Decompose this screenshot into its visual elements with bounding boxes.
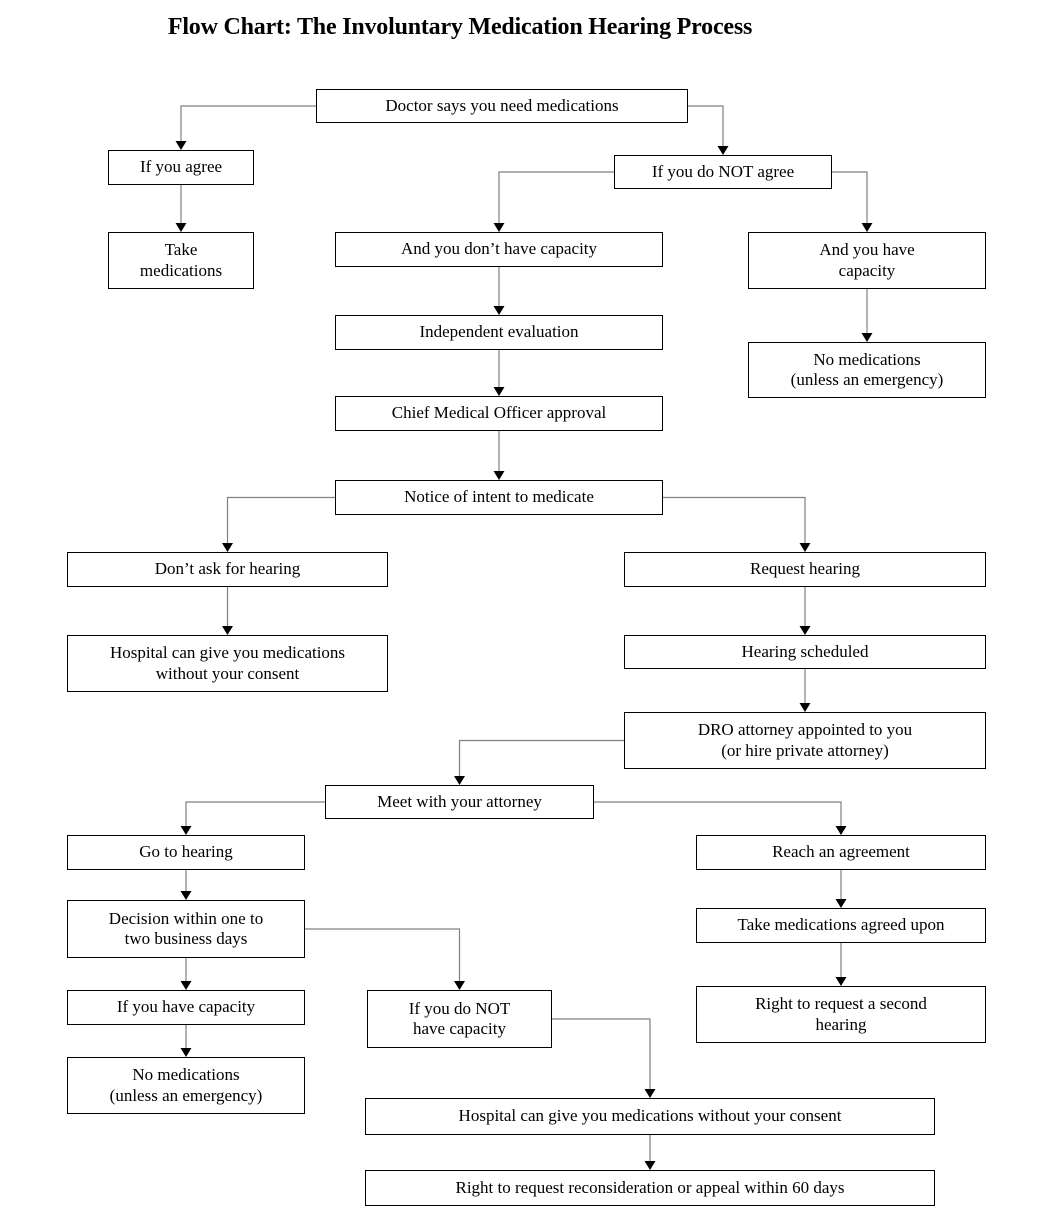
connector-hearing-scheduled-to-dro-attorney-arrowhead (799, 703, 811, 712)
connector-decision-days-to-if-not-have-capacity-arrowhead (454, 981, 465, 990)
connector-if-not-have-capacity-to-hospital-no-consent2-arrowhead (644, 1089, 656, 1098)
connector-if-not-agree-to-have-capacity-arrowhead (861, 223, 873, 232)
flow-node-if-have-capacity: If you have capacity (67, 990, 305, 1025)
connector-if-not-agree-to-no-capacity (498, 171, 614, 231)
connector-if-agree-to-take-medications-arrowhead (175, 223, 187, 232)
connector-cmo-approval-to-notice-intent-arrowhead (493, 471, 505, 480)
connector-independent-eval-to-cmo-approval-arrowhead (493, 387, 505, 396)
connector-doctor-says-to-if-not-agree (688, 105, 724, 154)
connector-if-have-capacity-to-no-meds-emergency-arrowhead (180, 1048, 192, 1057)
flow-node-no-meds-emergency: No medications (unless an emergency) (67, 1057, 305, 1114)
connector-decision-days-to-if-have-capacity-arrowhead (180, 981, 192, 990)
connector-hospital-no-consent2-to-right-reconsider-arrowhead (644, 1161, 656, 1170)
flow-node-if-not-agree: If you do NOT agree (614, 155, 832, 189)
connector-notice-intent-to-dont-ask-hearing (226, 496, 335, 551)
flow-node-independent-eval: Independent evaluation (335, 315, 663, 350)
flow-node-hospital-no-consent2: Hospital can give you medications withou… (365, 1098, 935, 1135)
flow-node-if-not-have-capacity: If you do NOT have capacity (367, 990, 552, 1048)
connector-notice-intent-to-dont-ask-hearing-arrowhead (222, 543, 233, 552)
connector-dont-ask-hearing-to-hospital-no-consent1-arrowhead (222, 626, 233, 635)
flow-node-have-capacity: And you have capacity (748, 232, 986, 289)
flow-node-take-meds-agreed: Take medications agreed upon (696, 908, 986, 943)
flow-node-request-hearing: Request hearing (624, 552, 986, 587)
flow-node-go-to-hearing: Go to hearing (67, 835, 305, 870)
connector-if-not-have-capacity-to-hospital-no-consent2 (552, 1018, 651, 1097)
flow-node-if-agree: If you agree (108, 150, 254, 185)
flow-node-notice-intent: Notice of intent to medicate (335, 480, 663, 515)
connector-have-capacity-to-no-meds-capacity-arrowhead (861, 333, 873, 342)
page-title: Flow Chart: The Involuntary Medication H… (167, 14, 753, 40)
connector-doctor-says-to-if-not-agree-arrowhead (717, 146, 729, 155)
connector-take-meds-agreed-to-right-second-hearing-arrowhead (835, 977, 847, 986)
connector-reach-agreement-to-take-meds-agreed-arrowhead (835, 899, 847, 908)
flow-node-take-medications: Take medications (108, 232, 254, 289)
connector-notice-intent-to-request-hearing (663, 496, 806, 551)
connector-doctor-says-to-if-agree (180, 105, 316, 149)
flow-node-dont-ask-hearing: Don’t ask for hearing (67, 552, 388, 587)
connector-go-to-hearing-to-decision-days-arrowhead (180, 891, 192, 900)
flow-node-right-reconsider: Right to request reconsideration or appe… (365, 1170, 935, 1206)
flow-node-cmo-approval: Chief Medical Officer approval (335, 396, 663, 431)
connector-meet-attorney-to-go-to-hearing (185, 801, 325, 834)
connector-doctor-says-to-if-agree-arrowhead (175, 141, 187, 150)
flow-node-meet-attorney: Meet with your attorney (325, 785, 594, 819)
flow-node-decision-days: Decision within one to two business days (67, 900, 305, 958)
flow-node-reach-agreement: Reach an agreement (696, 835, 986, 870)
connector-meet-attorney-to-go-to-hearing-arrowhead (180, 826, 192, 835)
connector-meet-attorney-to-reach-agreement (594, 801, 842, 834)
flow-node-hearing-scheduled: Hearing scheduled (624, 635, 986, 669)
flow-node-hospital-no-consent1: Hospital can give you medications withou… (67, 635, 388, 692)
flow-node-no-meds-capacity: No medications (unless an emergency) (748, 342, 986, 398)
connector-meet-attorney-to-reach-agreement-arrowhead (835, 826, 847, 835)
connector-notice-intent-to-request-hearing-arrowhead (799, 543, 811, 552)
connector-request-hearing-to-hearing-scheduled-arrowhead (799, 626, 811, 635)
connector-dro-attorney-to-meet-attorney (458, 739, 624, 784)
connector-if-not-agree-to-no-capacity-arrowhead (493, 223, 505, 232)
connector-decision-days-to-if-not-have-capacity (305, 928, 461, 989)
connector-if-not-agree-to-have-capacity (832, 171, 868, 231)
flow-node-dro-attorney: DRO attorney appointed to you (or hire p… (624, 712, 986, 769)
connector-no-capacity-to-independent-eval-arrowhead (493, 306, 505, 315)
connector-dro-attorney-to-meet-attorney-arrowhead (454, 776, 465, 785)
flow-node-doctor-says: Doctor says you need medications (316, 89, 688, 123)
flow-node-right-second-hearing: Right to request a second hearing (696, 986, 986, 1043)
flow-node-no-capacity: And you don’t have capacity (335, 232, 663, 267)
